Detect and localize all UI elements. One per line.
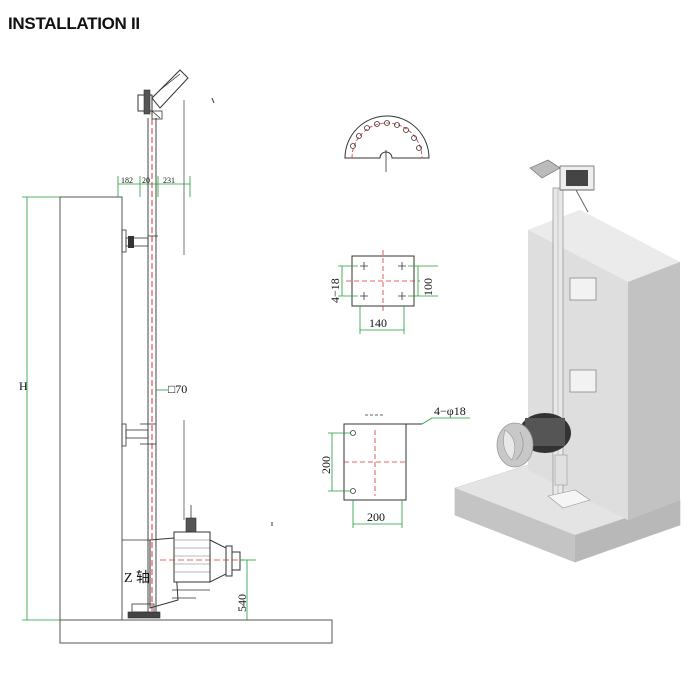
isometric-render bbox=[454, 159, 681, 563]
height-dimension: H bbox=[19, 196, 60, 621]
dim-H: H bbox=[19, 379, 28, 393]
mixer-motor-icon bbox=[122, 505, 244, 619]
dim-200-vertical: 200 bbox=[319, 456, 333, 474]
dim-tube-size: □70 bbox=[168, 382, 187, 396]
arc-plate-view bbox=[344, 115, 430, 172]
mixer-render-icon bbox=[496, 413, 571, 486]
z-axis-label: Z 轴 bbox=[124, 570, 150, 586]
wall-bracket-upper bbox=[569, 277, 597, 301]
top-bracket-slots bbox=[360, 262, 406, 300]
dim-200-horizontal: 200 bbox=[367, 510, 385, 524]
dim-182: 182 bbox=[121, 176, 133, 185]
winch-bracket-icon bbox=[137, 69, 215, 120]
render-base-plate bbox=[547, 489, 591, 509]
dim-20: 20 bbox=[142, 176, 150, 185]
dim-231: 231 bbox=[163, 176, 175, 185]
arc-plate-holes bbox=[350, 120, 422, 151]
base-plate-view: 4−φ18 200 200 bbox=[319, 404, 470, 528]
dim-540: 540 bbox=[235, 594, 249, 612]
base-plate-holes bbox=[350, 430, 356, 494]
side-view: 182 20 231 □70 H bbox=[19, 69, 333, 644]
top-bracket-view: 4−18 100 140 bbox=[328, 250, 438, 334]
middle-wall-bracket-icon bbox=[121, 423, 156, 447]
top-winch-icon bbox=[529, 159, 595, 213]
top-dimension: 182 20 231 bbox=[117, 176, 191, 197]
dim-4-phi18: 4−φ18 bbox=[434, 404, 466, 418]
dim-100: 100 bbox=[421, 278, 435, 296]
page-title: INSTALLATION II bbox=[8, 14, 140, 33]
dim-140: 140 bbox=[369, 316, 387, 330]
wall-outline bbox=[59, 196, 123, 620]
bottom-dimension: 540 bbox=[235, 559, 256, 620]
floor-slab bbox=[59, 619, 333, 644]
wall-bracket-lower bbox=[569, 369, 597, 393]
upper-wall-bracket-icon bbox=[121, 229, 158, 253]
dim-4-18: 4−18 bbox=[328, 278, 342, 303]
